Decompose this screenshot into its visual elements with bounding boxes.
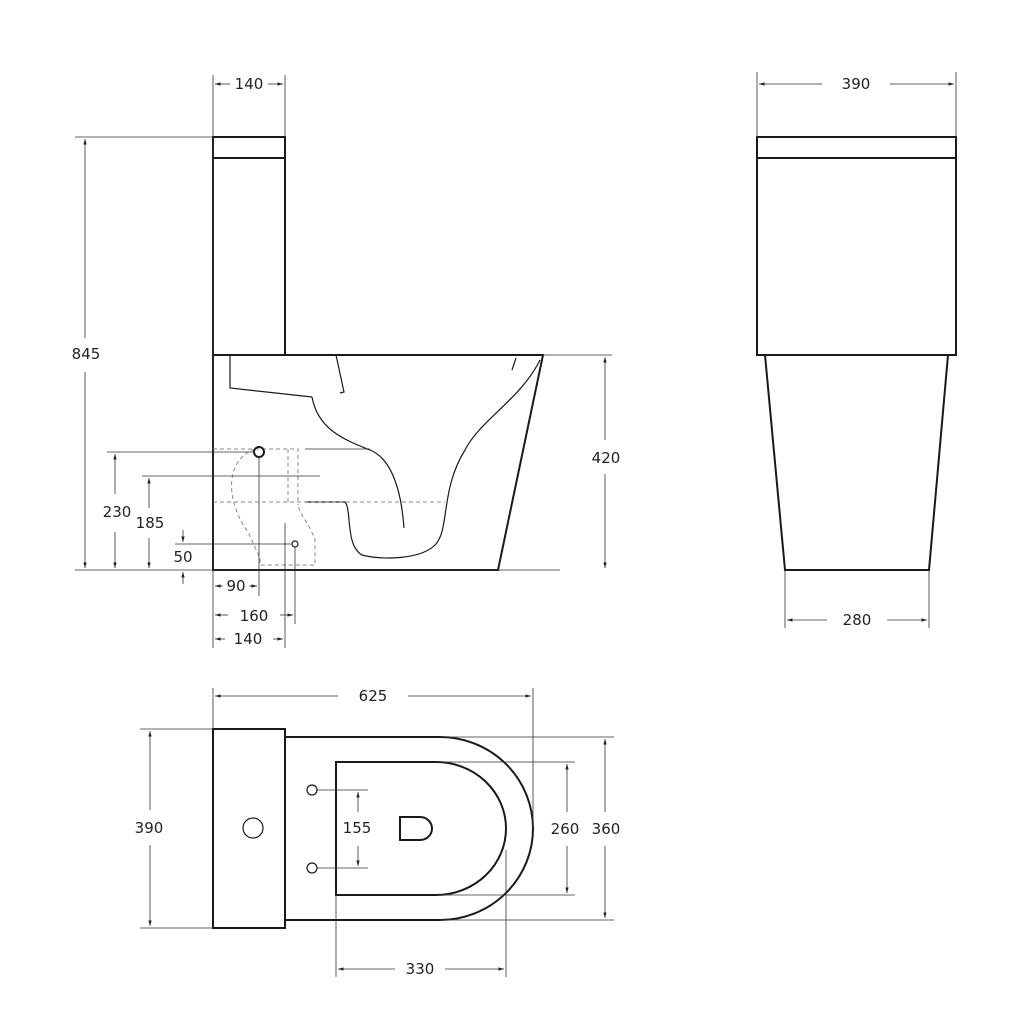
dim-tank-width: 390 (842, 75, 871, 93)
top-view: 625 390 360 260 155 330 (135, 687, 621, 978)
dim-tank-depth: 140 (235, 75, 264, 93)
front-view: 390 280 (756, 72, 957, 629)
dim-lower-inlet: 50 (173, 548, 192, 566)
dim-top-tank-width: 390 (135, 819, 164, 837)
dim-hole-spacing: 155 (343, 819, 372, 837)
dim-outlet-center: 140 (234, 630, 263, 648)
dim-outlet-height: 185 (136, 514, 165, 532)
tank-side (212, 136, 286, 356)
seat-hole-2 (306, 862, 318, 874)
dim-outlet-offset: 160 (240, 607, 269, 625)
dim-seat-width: 260 (551, 820, 580, 838)
seat-opening (335, 761, 507, 896)
tank-top (212, 728, 286, 929)
trap-inner (311, 396, 405, 529)
bowl-front (763, 354, 950, 571)
trap-outer (305, 359, 541, 559)
outlet-circle (291, 540, 299, 548)
dim-inlet-offset: 90 (226, 577, 245, 595)
side-view: 140 845 420 230 185 50 90 160 140 (72, 75, 621, 648)
drain (399, 816, 433, 841)
dim-bowl-height: 420 (592, 449, 621, 467)
flush-button (242, 817, 264, 839)
dim-base-width: 280 (843, 611, 872, 629)
dim-length: 625 (359, 687, 388, 705)
bowl-top (285, 736, 534, 921)
hidden-lines (213, 448, 445, 566)
flush-channel (229, 354, 345, 398)
dim-total-height: 845 (72, 345, 101, 363)
seat-hole-1 (306, 784, 318, 796)
bowl-side (212, 354, 545, 571)
dim-seat-length: 330 (406, 960, 435, 978)
dim-inlet-height: 230 (103, 503, 132, 521)
dim-bowl-width: 360 (592, 820, 621, 838)
tank-front (756, 136, 957, 356)
